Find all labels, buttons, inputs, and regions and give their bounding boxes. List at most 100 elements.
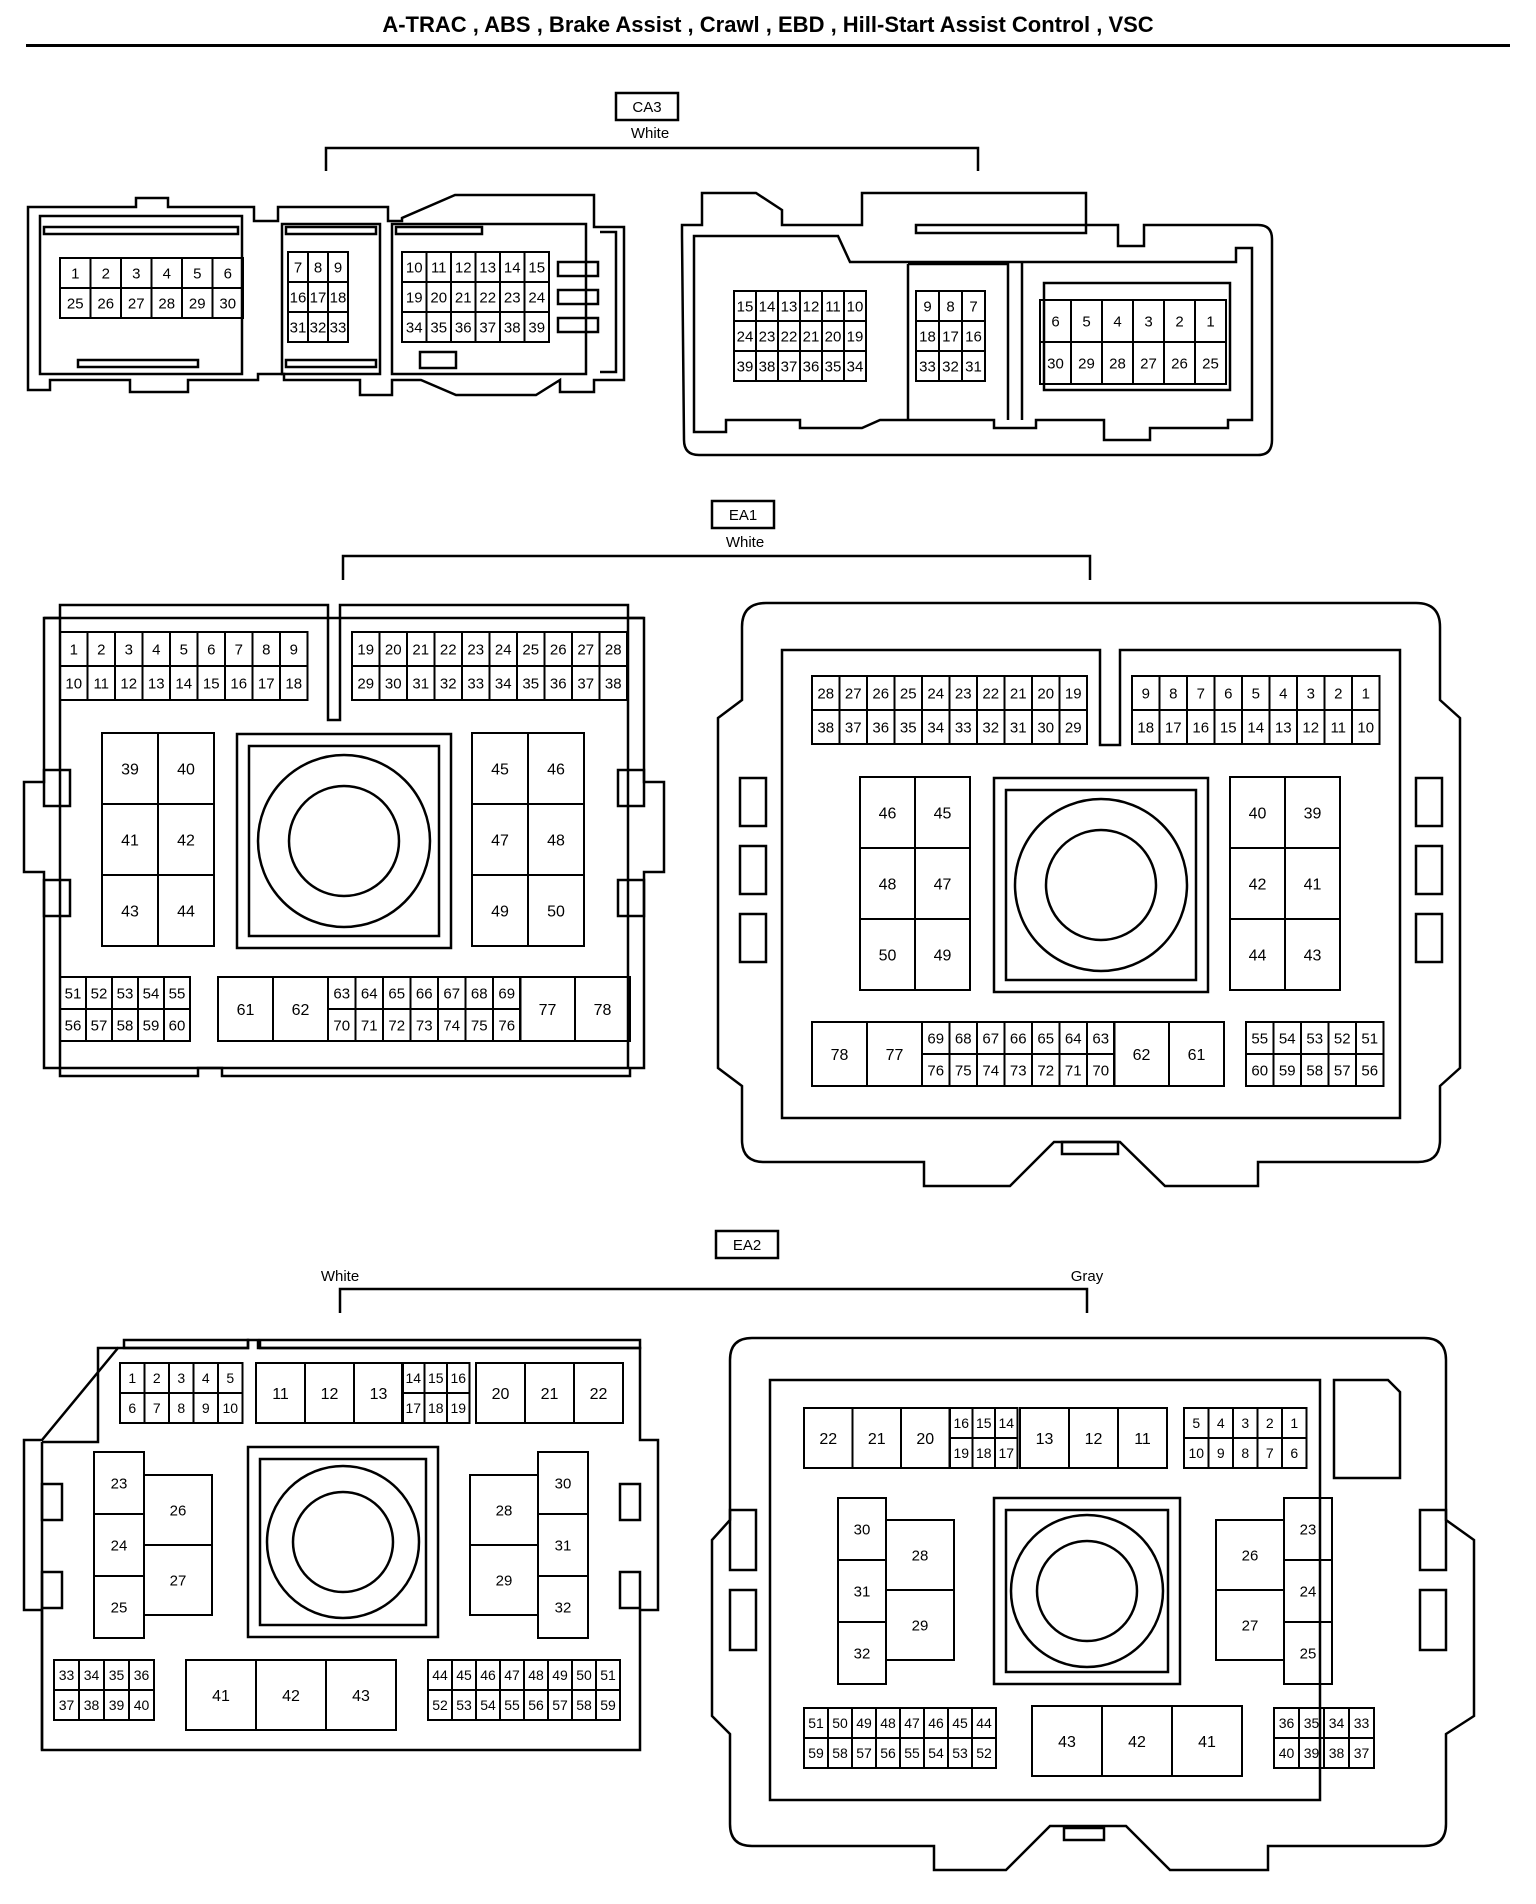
pin-number: 55 [169,985,186,1002]
pin-number: 22 [982,685,999,702]
ca3-left-housing [26,193,626,397]
pin-number: 15 [737,298,754,315]
pin-number: 30 [219,295,236,312]
pin-number: 67 [982,1030,999,1047]
pin-number: 28 [817,685,834,702]
title-rule [26,44,1510,47]
pin-number: 8 [314,259,322,276]
pin-number: 14 [1247,719,1264,736]
pin-number: 7 [1197,685,1205,702]
pin-cell [1058,709,1088,745]
pin-number: 51 [1361,1030,1378,1047]
pin-number: 34 [84,1667,100,1683]
pin-number: 32 [555,1599,572,1616]
pin-number: 36 [1279,1715,1295,1731]
pin-number: 32 [440,675,457,692]
pin-number: 39 [1304,805,1322,822]
pin-number: 63 [1092,1030,1109,1047]
pin-number: 19 [357,641,374,658]
pin-number: 61 [1188,1047,1206,1064]
pin-number: 19 [847,328,864,345]
pin-number: 30 [854,1521,871,1538]
pin-number: 73 [1010,1062,1027,1079]
pin-number: 58 [576,1697,592,1713]
pin-number: 75 [471,1017,488,1034]
pin-number: 3 [1307,685,1315,702]
pin-cell [143,1544,213,1616]
pin-number: 37 [845,719,862,736]
pin-number: 5 [180,641,188,658]
pin-number: 50 [879,947,897,964]
pin-number: 19 [450,1400,466,1416]
pin-number: 39 [528,319,545,336]
pin-number: 43 [1058,1734,1076,1751]
pin-number: 54 [1279,1030,1296,1047]
pin-number: 60 [169,1017,186,1034]
pin-number: 16 [230,675,247,692]
pin-cell [914,918,971,991]
pin-number: 10 [847,298,864,315]
pin-number: 41 [121,832,139,849]
pin-number: 18 [919,328,936,345]
pin-number: 15 [976,1415,992,1431]
pin-number: 1 [1362,685,1370,702]
pin-number: 32 [982,719,999,736]
pin-number: 26 [170,1502,187,1519]
pin-number: 11 [93,675,109,692]
pin-number: 36 [803,358,820,375]
pin-number: 52 [432,1697,448,1713]
pin-number: 50 [832,1715,848,1731]
pin-number: 72 [1037,1062,1054,1079]
pin-number: 8 [262,641,270,658]
pin-number: 37 [59,1697,75,1713]
pin-number: 70 [333,1017,350,1034]
pin-number: 37 [781,358,798,375]
pin-number: 63 [333,985,350,1002]
pin-number: 53 [1306,1030,1323,1047]
pin-number: 37 [1354,1745,1370,1761]
pin-number: 31 [412,675,429,692]
pin-cell [527,874,585,947]
pin-number: 59 [808,1745,824,1761]
pin-number: 18 [330,289,347,306]
pin-number: 59 [600,1697,616,1713]
pin-number: 46 [547,761,565,778]
pin-number: 42 [1128,1734,1146,1751]
pin-number: 21 [412,641,429,658]
pin-cell [885,1589,955,1661]
pin-number: 56 [65,1017,82,1034]
pin-number: 68 [955,1030,972,1047]
pin-number: 8 [946,298,954,315]
pin-number: 35 [900,719,917,736]
pin-number: 17 [1165,719,1182,736]
pin-number: 18 [285,675,302,692]
pin-number: 38 [84,1697,100,1713]
pin-number: 8 [1169,685,1177,702]
pin-number: 34 [927,719,944,736]
pin-number: 25 [67,295,84,312]
pin-number: 14 [175,675,192,692]
pin-number: 25 [1300,1645,1317,1662]
pin-number: 67 [443,985,460,1002]
pin-number: 47 [904,1715,920,1731]
pin-number: 33 [467,675,484,692]
pin-number: 77 [886,1047,904,1064]
pin-number: 4 [1217,1415,1225,1431]
pin-number: 4 [152,641,160,658]
pin-cell [595,1689,621,1721]
pin-number: 43 [352,1688,370,1705]
pin-number: 28 [158,295,175,312]
pin-number: 54 [143,985,160,1002]
pin-number: 57 [91,1017,108,1034]
pin-number: 7 [1266,1445,1274,1461]
pin-number: 64 [1065,1030,1082,1047]
pin-number: 21 [803,328,820,345]
pin-cell [994,1437,1019,1469]
pin-number: 44 [976,1715,992,1731]
pin-number: 6 [207,641,215,658]
ea1-label-box [710,499,776,530]
pin-number: 35 [1304,1715,1320,1731]
pin-number: 55 [1251,1030,1268,1047]
pin-number: 16 [450,1370,466,1386]
pin-number: 29 [189,295,206,312]
